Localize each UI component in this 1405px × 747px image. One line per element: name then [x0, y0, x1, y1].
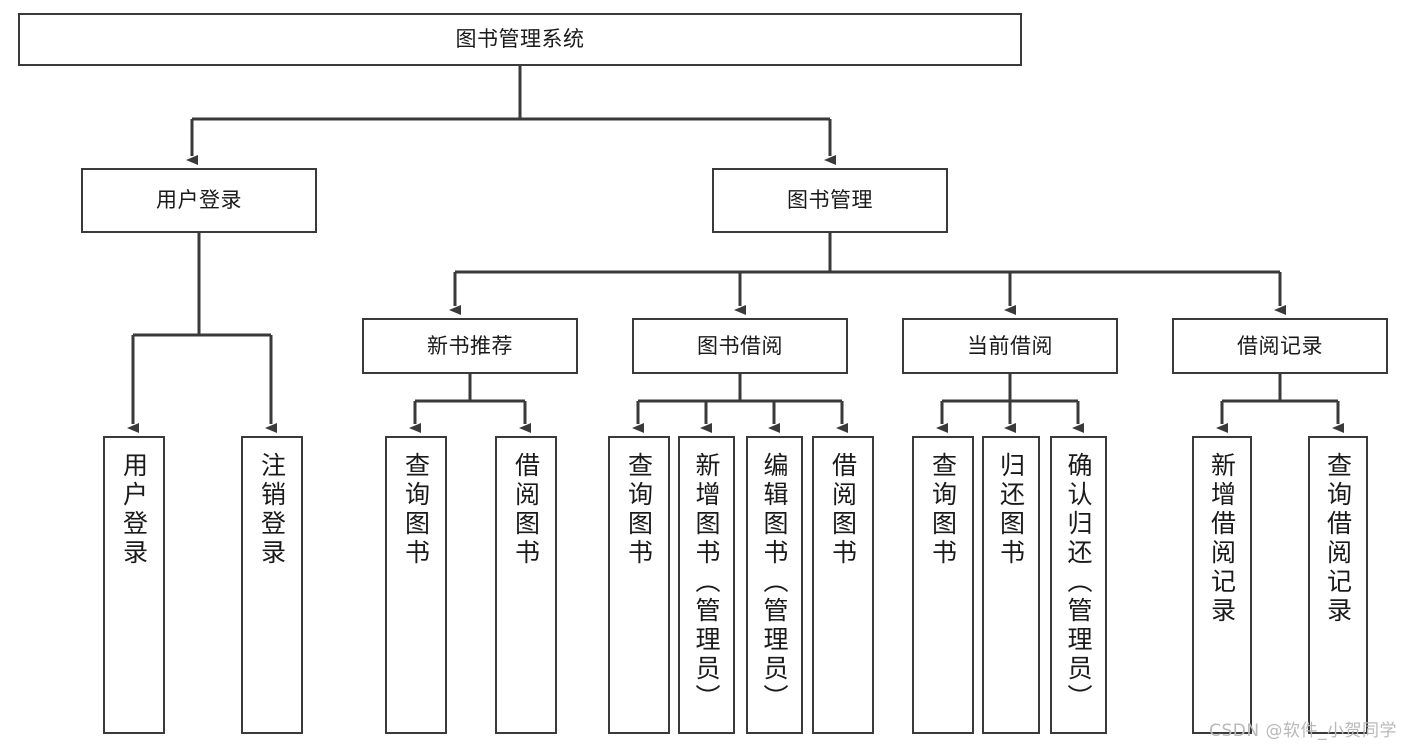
leaf-borrow-add-book-admin[interactable]: 新增图书（管理员） [678, 436, 735, 734]
node-label: 查询图书 [401, 452, 431, 568]
leaf-user-login[interactable]: 用户登录 [103, 436, 165, 734]
leaf-user-logout[interactable]: 注销登录 [241, 436, 303, 734]
node-label: 确认归还（管理员） [1064, 452, 1093, 713]
leaf-borrow-borrow-book[interactable]: 借阅图书 [812, 436, 874, 734]
leaf-current-return-book[interactable]: 归还图书 [982, 436, 1040, 734]
leaf-record-add-borrow-record[interactable]: 新增借阅记录 [1192, 436, 1252, 734]
node-label: 新增图书（管理员） [692, 452, 721, 713]
node-label: 新增借阅记录 [1207, 452, 1237, 626]
node-label: 查询借阅记录 [1323, 452, 1353, 626]
leaf-recommend-query-book[interactable]: 查询图书 [385, 436, 447, 734]
node-label: 用户登录 [119, 452, 149, 568]
node-label: 归还图书 [996, 452, 1026, 568]
node-label: 注销登录 [257, 452, 287, 568]
node-borrow-record[interactable]: 借阅记录 [1172, 318, 1388, 374]
node-user-login[interactable]: 用户登录 [81, 168, 317, 233]
node-label: 用户登录 [156, 188, 242, 213]
node-label: 查询图书 [624, 452, 654, 568]
leaf-current-query-book[interactable]: 查询图书 [912, 436, 974, 734]
node-label: 借阅图书 [828, 452, 858, 568]
node-book-borrow[interactable]: 图书借阅 [632, 318, 848, 374]
leaf-recommend-borrow-book[interactable]: 借阅图书 [495, 436, 557, 734]
node-label: 图书管理 [787, 188, 873, 213]
node-root-system[interactable]: 图书管理系统 [18, 13, 1022, 66]
node-new-book-recommend[interactable]: 新书推荐 [362, 318, 578, 374]
node-label: 当前借阅 [967, 333, 1053, 358]
node-label: 图书借阅 [697, 333, 783, 358]
node-label: 编辑图书（管理员） [760, 452, 789, 713]
leaf-borrow-edit-book-admin[interactable]: 编辑图书（管理员） [746, 436, 803, 734]
node-current-borrow[interactable]: 当前借阅 [902, 318, 1118, 374]
node-label: 新书推荐 [427, 333, 513, 358]
node-label: 查询图书 [928, 452, 958, 568]
leaf-record-query-borrow-record[interactable]: 查询借阅记录 [1308, 436, 1368, 734]
leaf-current-confirm-return-admin[interactable]: 确认归还（管理员） [1050, 436, 1107, 734]
node-label: 借阅图书 [511, 452, 541, 568]
leaf-borrow-query-book[interactable]: 查询图书 [608, 436, 670, 734]
node-book-management[interactable]: 图书管理 [712, 168, 948, 233]
node-label: 图书管理系统 [455, 27, 585, 52]
node-label: 借阅记录 [1237, 333, 1323, 358]
watermark: CSDN @软件_小贺同学 [1209, 721, 1397, 741]
